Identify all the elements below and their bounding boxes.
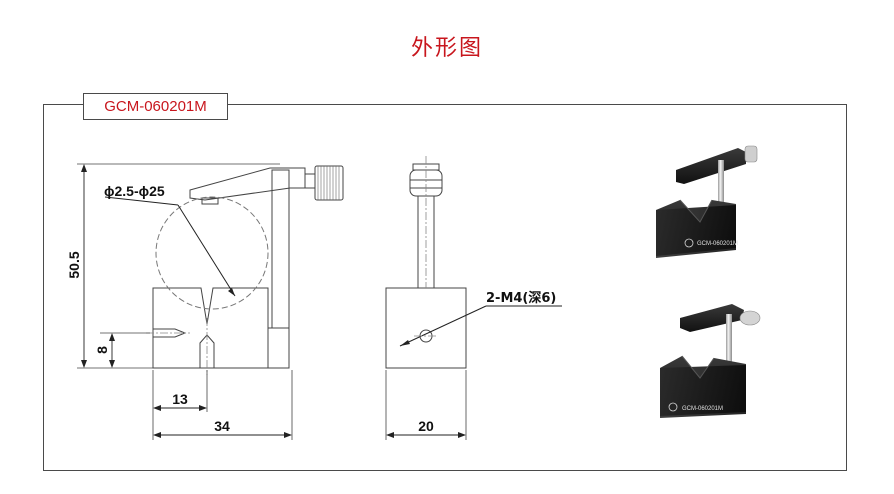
offset-label: 13 [172, 391, 188, 407]
front-view [77, 163, 344, 440]
photo-knob [744, 145, 758, 163]
photo-label-bottom: GCM-060201M [682, 406, 723, 412]
height-label: 50.5 [66, 251, 82, 278]
side-block [385, 287, 467, 369]
diameter-range-label: ϕ2.5-ϕ25 [104, 183, 165, 199]
depth-label: 20 [418, 418, 434, 434]
side-view [385, 156, 562, 440]
clamp-arm [189, 167, 306, 201]
photo-logo-bottom [668, 402, 678, 412]
page-title: 外形图 [410, 36, 483, 61]
product-photo-bottom: GCM-060201M [660, 304, 761, 418]
photo2-clamp-arm [680, 304, 744, 332]
model-number: GCM-060201M [83, 93, 228, 120]
product-photo-top: GCM-060201M [656, 145, 758, 258]
photo2-post [726, 314, 732, 386]
knob-neck [304, 173, 316, 189]
v-block-outline [152, 287, 269, 369]
knurled-knob [314, 165, 344, 201]
photo-logo-top [684, 238, 694, 248]
drawing-frame [43, 104, 847, 471]
photo-label-top: GCM-060201M [697, 241, 738, 247]
thread-leader [399, 305, 487, 347]
clamp-pad [201, 197, 219, 205]
diameter-leader [177, 204, 236, 297]
width-label: 34 [214, 418, 230, 434]
thread-label: 2-M4(深6) [486, 290, 556, 306]
knurl-lines [317, 166, 340, 200]
post-base [268, 327, 290, 369]
photo-clamp-arm [676, 148, 746, 184]
small-height-label: 8 [94, 346, 110, 354]
photo2-knob [739, 310, 761, 326]
upright-post [271, 169, 290, 329]
workpiece-circle [155, 196, 269, 310]
